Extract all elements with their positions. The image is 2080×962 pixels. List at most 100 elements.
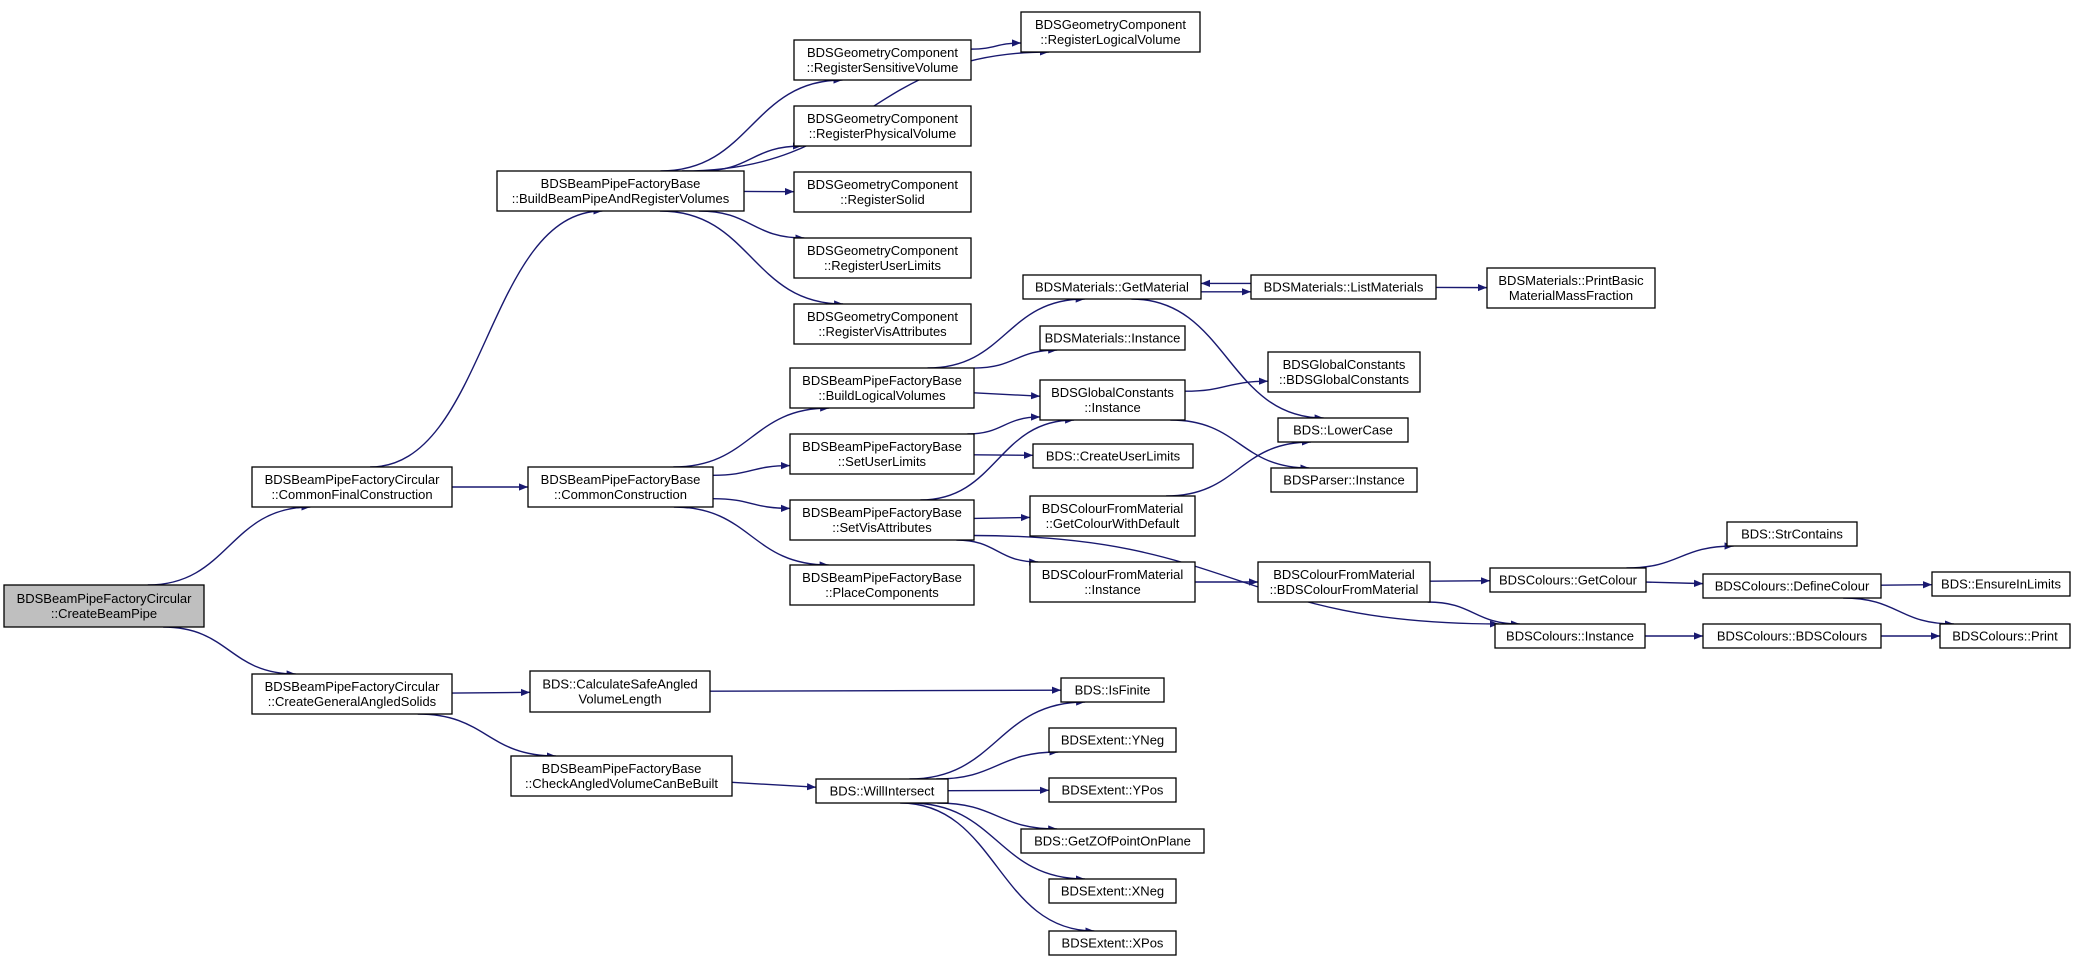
node-bdsbeampipefactorycircular-createbeampipe[interactable]: BDSBeamPipeFactoryCircular::CreateBeamPi… xyxy=(3,584,205,628)
node-box xyxy=(3,584,205,628)
node-bds-isfinite[interactable]: BDS::IsFinite xyxy=(1060,677,1165,703)
node-label: BDS::GetZOfPointOnPlane xyxy=(1034,834,1191,849)
node-layer: BDSBeamPipeFactoryCircular::CreateBeamPi… xyxy=(3,11,2071,956)
edge-gci-to-gcc xyxy=(1184,377,1269,392)
node-label: ::RegisterSolid xyxy=(840,192,925,207)
node-bdsbeampipefactorybase-placecomponents[interactable]: BDSBeamPipeFactoryBase::PlaceComponents xyxy=(789,564,975,606)
node-bdsextent-xpos[interactable]: BDSExtent::XPos xyxy=(1048,930,1177,956)
node-bds-ensureinlimits[interactable]: BDS::EnsureInLimits xyxy=(1931,571,2071,597)
edge-wi-to-isf xyxy=(909,698,1086,780)
node-label: BDSColours::Print xyxy=(1952,629,2058,644)
node-bds-lowercase[interactable]: BDS::LowerCase xyxy=(1277,417,1409,443)
node-label: BDSMaterials::ListMaterials xyxy=(1264,280,1424,295)
node-label: BDSExtent::YNeg xyxy=(1061,733,1164,748)
node-bdsgeometrycomponent-registerphysicalvolume[interactable]: BDSGeometryComponent::RegisterPhysicalVo… xyxy=(793,105,972,147)
edge-rsv-to-rlv xyxy=(970,39,1022,50)
edge-cc-to-pc xyxy=(673,506,829,569)
node-bdsgeometrycomponent-registervisattributes[interactable]: BDSGeometryComponent::RegisterVisAttribu… xyxy=(793,303,972,345)
node-label: ::CommonFinalConstruction xyxy=(271,487,432,502)
edge-bbp-to-rul xyxy=(698,210,805,242)
node-bdsgeometrycomponent-registerlogicalvolume[interactable]: BDSGeometryComponent::RegisterLogicalVol… xyxy=(1020,11,1201,53)
node-label: BDSGeometryComponent xyxy=(807,111,958,126)
node-box xyxy=(1048,930,1177,956)
node-label: ::Instance xyxy=(1084,582,1140,597)
node-box xyxy=(1257,561,1431,603)
node-bdsbeampipefactorybase-setvisattributes[interactable]: BDSBeamPipeFactoryBase::SetVisAttributes xyxy=(789,499,975,541)
node-bds-createuserlimits[interactable]: BDS::CreateUserLimits xyxy=(1032,443,1194,469)
node-bdscolours-bdscolours[interactable]: BDSColours::BDSColours xyxy=(1702,623,1882,649)
node-label: ::SetVisAttributes xyxy=(832,520,932,535)
node-bdsglobalconstants-bdsglobalconstants[interactable]: BDSGlobalConstants::BDSGlobalConstants xyxy=(1267,351,1421,393)
node-box xyxy=(789,499,975,541)
edge-sul-to-gci xyxy=(967,413,1041,435)
node-bdsextent-yneg[interactable]: BDSExtent::YNeg xyxy=(1048,727,1177,753)
edge-cfmc-to-gc xyxy=(1429,577,1491,585)
edge-blv-to-mi xyxy=(973,346,1058,369)
node-label: ::RegisterPhysicalVolume xyxy=(809,126,956,141)
edge-wi-to-xpos xyxy=(900,802,1095,935)
edge-cc-to-sva xyxy=(712,497,791,512)
node-label: BDSBeamPipeFactoryBase xyxy=(802,505,962,520)
node-box xyxy=(789,367,975,409)
node-box xyxy=(1486,267,1656,309)
edge-sva-to-cfmi xyxy=(956,539,1039,566)
node-bdscolours-definecolour[interactable]: BDSColours::DefineColour xyxy=(1702,573,1882,599)
node-bdscolours-instance[interactable]: BDSColours::Instance xyxy=(1494,623,1646,649)
node-label: BDSGeometryComponent xyxy=(807,177,958,192)
node-label: BDS::LowerCase xyxy=(1293,423,1393,438)
edge-blv-to-gm xyxy=(927,295,1085,369)
node-bdscolourfrommaterial-getcolourwithdefault[interactable]: BDSColourFromMaterial::GetColourWithDefa… xyxy=(1029,495,1196,537)
node-label: ::CreateBeamPipe xyxy=(51,606,157,621)
node-bdsmaterials-listmaterials[interactable]: BDSMaterials::ListMaterials xyxy=(1250,274,1437,300)
node-bdsmaterials-instance[interactable]: BDSMaterials::Instance xyxy=(1039,325,1186,351)
node-label: ::CommonConstruction xyxy=(554,487,687,502)
node-label: BDSColourFromMaterial xyxy=(1273,567,1415,582)
node-label: BDSBeamPipeFactoryBase xyxy=(802,439,962,454)
node-bdsparser-instance[interactable]: BDSParser::Instance xyxy=(1270,467,1418,493)
node-bdsbeampipefactorycircular-creategeneralangledsolids[interactable]: BDSBeamPipeFactoryCircular::CreateGenera… xyxy=(251,673,453,715)
node-box xyxy=(1048,727,1177,753)
edge-sva-to-gci xyxy=(920,416,1075,501)
node-bdscolourfrommaterial-instance[interactable]: BDSColourFromMaterial::Instance xyxy=(1029,561,1196,603)
node-bdsextent-ypos[interactable]: BDSExtent::YPos xyxy=(1048,777,1177,803)
node-bdsbeampipefactorybase-setuserlimits[interactable]: BDSBeamPipeFactoryBase::SetUserLimits xyxy=(789,433,975,475)
node-bdsmaterials-printbasic-materialmassfraction[interactable]: BDSMaterials::PrintBasicMaterialMassFrac… xyxy=(1486,267,1656,309)
node-box xyxy=(1022,274,1202,300)
node-bdsgeometrycomponent-registersensitivevolume[interactable]: BDSGeometryComponent::RegisterSensitiveV… xyxy=(793,39,972,81)
node-label: BDSBeamPipeFactoryBase xyxy=(541,472,701,487)
node-box xyxy=(1277,417,1409,443)
node-bdsbeampipefactorycircular-commonfinalconstruction[interactable]: BDSBeamPipeFactoryCircular::CommonFinalC… xyxy=(251,466,453,508)
node-bdsgeometrycomponent-registersolid[interactable]: BDSGeometryComponent::RegisterSolid xyxy=(793,171,972,213)
node-bdsglobalconstants-instance[interactable]: BDSGlobalConstants::Instance xyxy=(1039,379,1186,421)
node-box xyxy=(1029,561,1196,603)
node-box xyxy=(510,755,733,797)
node-label: BDS::EnsureInLimits xyxy=(1941,577,2061,592)
node-bdsbeampipefactorybase-checkangledvolumecanbebuilt[interactable]: BDSBeamPipeFactoryBase::CheckAngledVolum… xyxy=(510,755,733,797)
node-box xyxy=(793,171,972,213)
node-bdsbeampipefactorybase-commonconstruction[interactable]: BDSBeamPipeFactoryBase::CommonConstructi… xyxy=(527,466,714,508)
edge-gm-to-lc xyxy=(1131,298,1324,422)
node-bdscolours-getcolour[interactable]: BDSColours::GetColour xyxy=(1489,567,1647,593)
node-box xyxy=(1270,467,1418,493)
node-box xyxy=(1060,677,1165,703)
node-bdscolourfrommaterial-bdscolourfrommaterial[interactable]: BDSColourFromMaterial::BDSColourFromMate… xyxy=(1257,561,1431,603)
node-bds-strcontains[interactable]: BDS::StrContains xyxy=(1726,521,1858,547)
node-bdsextent-xneg[interactable]: BDSExtent::XNeg xyxy=(1048,878,1177,904)
node-label: BDSColours::GetColour xyxy=(1499,573,1638,588)
edge-gci-to-pi xyxy=(1170,419,1310,472)
node-label: BDSExtent::XPos xyxy=(1062,936,1164,951)
node-bdscolours-print[interactable]: BDSColours::Print xyxy=(1939,623,2071,649)
node-bdsbeampipefactorybase-buildlogicalvolumes[interactable]: BDSBeamPipeFactoryBase::BuildLogicalVolu… xyxy=(789,367,975,409)
node-label: ::GetColourWithDefault xyxy=(1046,516,1180,531)
node-label: ::BDSGlobalConstants xyxy=(1279,372,1410,387)
node-bds-willintersect[interactable]: BDS::WillIntersect xyxy=(815,778,949,804)
node-box xyxy=(1489,567,1647,593)
node-bdsgeometrycomponent-registeruserlimits[interactable]: BDSGeometryComponent::RegisterUserLimits xyxy=(793,237,972,279)
node-bdsbeampipefactorybase-buildbeampipeandregistervolumes[interactable]: BDSBeamPipeFactoryBase::BuildBeamPipeAnd… xyxy=(496,170,745,212)
node-bds-getzofpointonplane[interactable]: BDS::GetZOfPointOnPlane xyxy=(1020,828,1205,854)
edge-cc-to-blv xyxy=(673,404,830,468)
node-box xyxy=(1494,623,1646,649)
node-bdsmaterials-getmaterial[interactable]: BDSMaterials::GetMaterial xyxy=(1022,274,1202,300)
edge-cfmc-to-ci xyxy=(1427,601,1520,628)
